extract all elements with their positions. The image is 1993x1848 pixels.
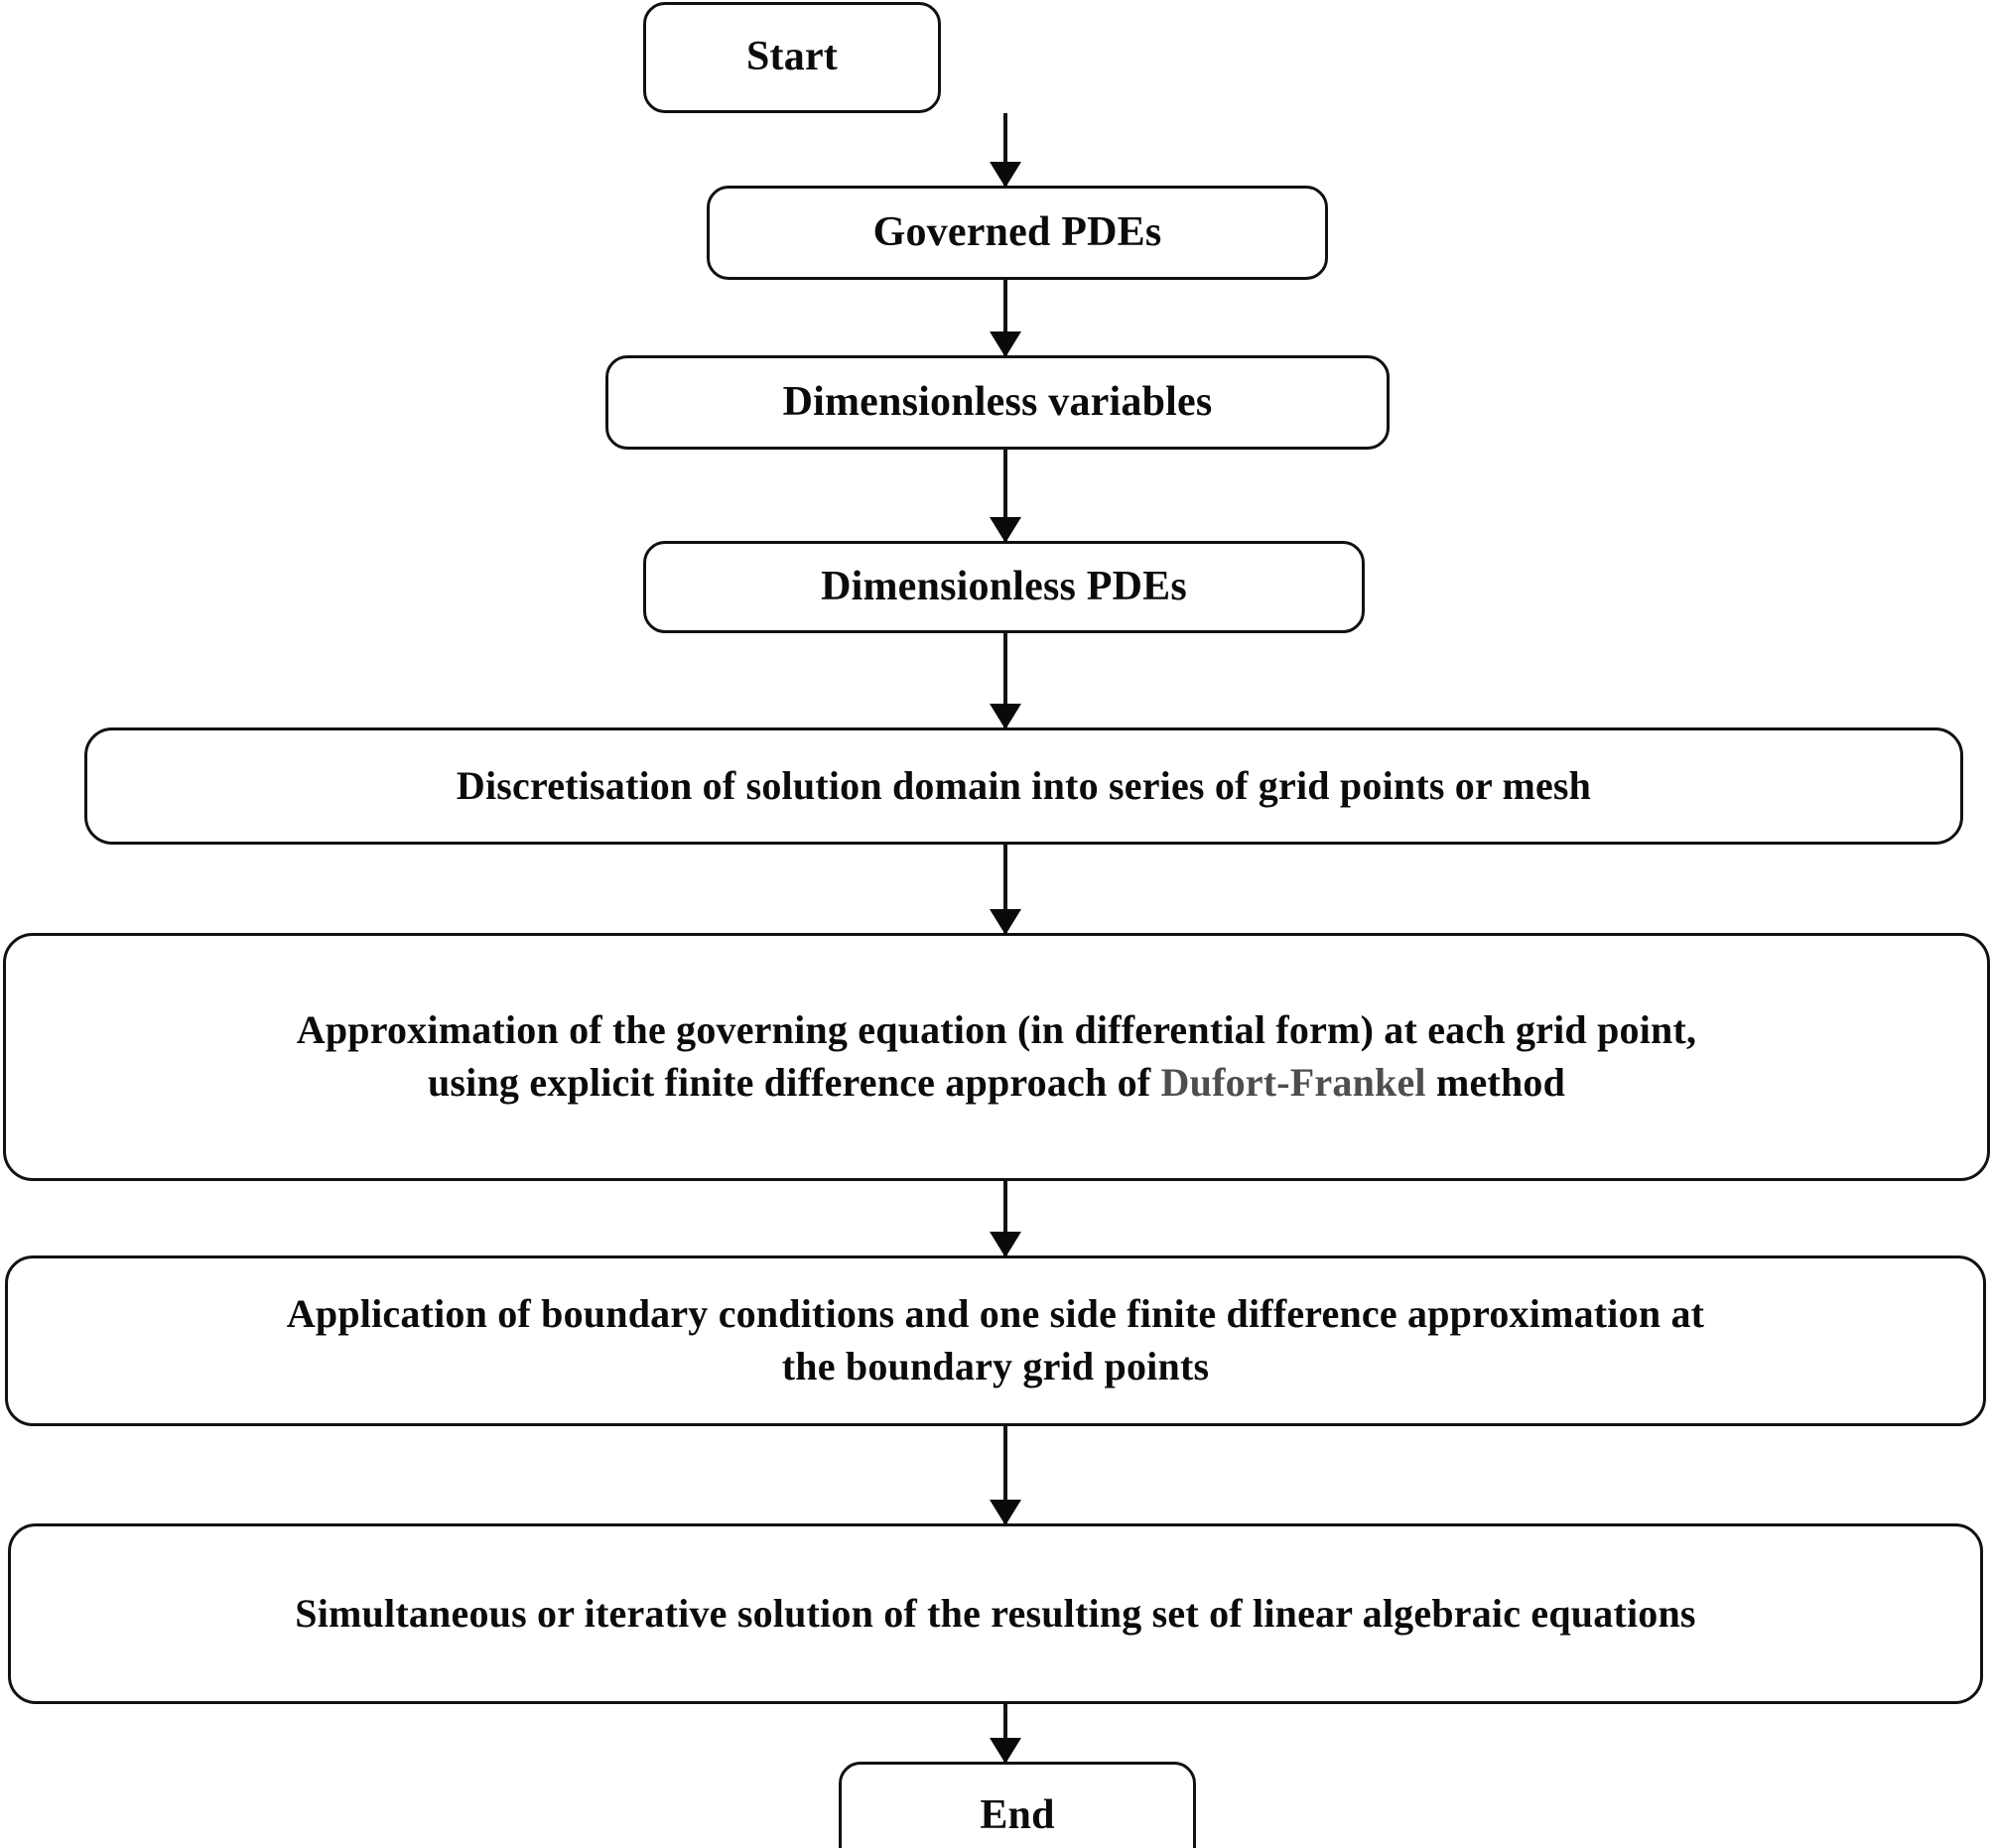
flowchart-node-discretisation[interactable]: Discretisation of solution domain into s…: [84, 727, 1963, 845]
flowchart-node-approximation[interactable]: Approximation of the governing equation …: [3, 933, 1990, 1181]
approximation-line-2-suffix: method: [1425, 1060, 1566, 1105]
connector-arrow-boundary-to-simul: [1003, 1426, 1007, 1523]
flowchart-node-boundary-conditions[interactable]: Application of boundary conditions and o…: [5, 1255, 1986, 1426]
node-label-dimensionless-pdes: Dimensionless PDEs: [821, 563, 1187, 609]
flowchart-node-start[interactable]: Start: [643, 2, 941, 113]
connector-arrow-approx-to-boundary: [1003, 1181, 1007, 1255]
connector-arrow-simul-to-end: [1003, 1704, 1007, 1762]
approximation-method-name: Dufort-Frankel: [1160, 1060, 1426, 1105]
connector-arrow-start-to-governed: [1003, 113, 1007, 186]
connector-arrow-dimpdes-to-discret: [1003, 633, 1007, 727]
connector-arrow-governed-to-dimvars: [1003, 280, 1007, 355]
node-label-simultaneous-solution: Simultaneous or iterative solution of th…: [295, 1590, 1696, 1636]
boundary-line-2: the boundary grid points: [781, 1344, 1210, 1388]
flowchart-node-governed-pdes[interactable]: Governed PDEs: [707, 186, 1328, 280]
node-label-end: End: [980, 1792, 1055, 1839]
node-label-start: Start: [746, 34, 838, 80]
node-label-approximation: Approximation of the governing equation …: [32, 1004, 1961, 1110]
node-label-governed-pdes: Governed PDEs: [872, 208, 1162, 255]
flowchart-node-dimensionless-variables[interactable]: Dimensionless variables: [605, 355, 1390, 450]
node-label-boundary-conditions: Application of boundary conditions and o…: [34, 1288, 1957, 1393]
flowchart-node-end[interactable]: End: [839, 1762, 1196, 1848]
node-label-discretisation: Discretisation of solution domain into s…: [456, 762, 1592, 808]
flowchart-node-dimensionless-pdes[interactable]: Dimensionless PDEs: [643, 541, 1365, 633]
boundary-line-1: Application of boundary conditions and o…: [286, 1291, 1705, 1337]
node-label-dimensionless-variables: Dimensionless variables: [782, 378, 1213, 425]
approximation-line-1: Approximation of the governing equation …: [296, 1007, 1697, 1053]
approximation-line-2-prefix: using explicit finite difference approac…: [427, 1060, 1161, 1105]
flowchart-node-simultaneous-solution[interactable]: Simultaneous or iterative solution of th…: [8, 1523, 1983, 1704]
connector-arrow-discret-to-approx: [1003, 845, 1007, 933]
connector-arrow-dimvars-to-dimpdes: [1003, 450, 1007, 541]
